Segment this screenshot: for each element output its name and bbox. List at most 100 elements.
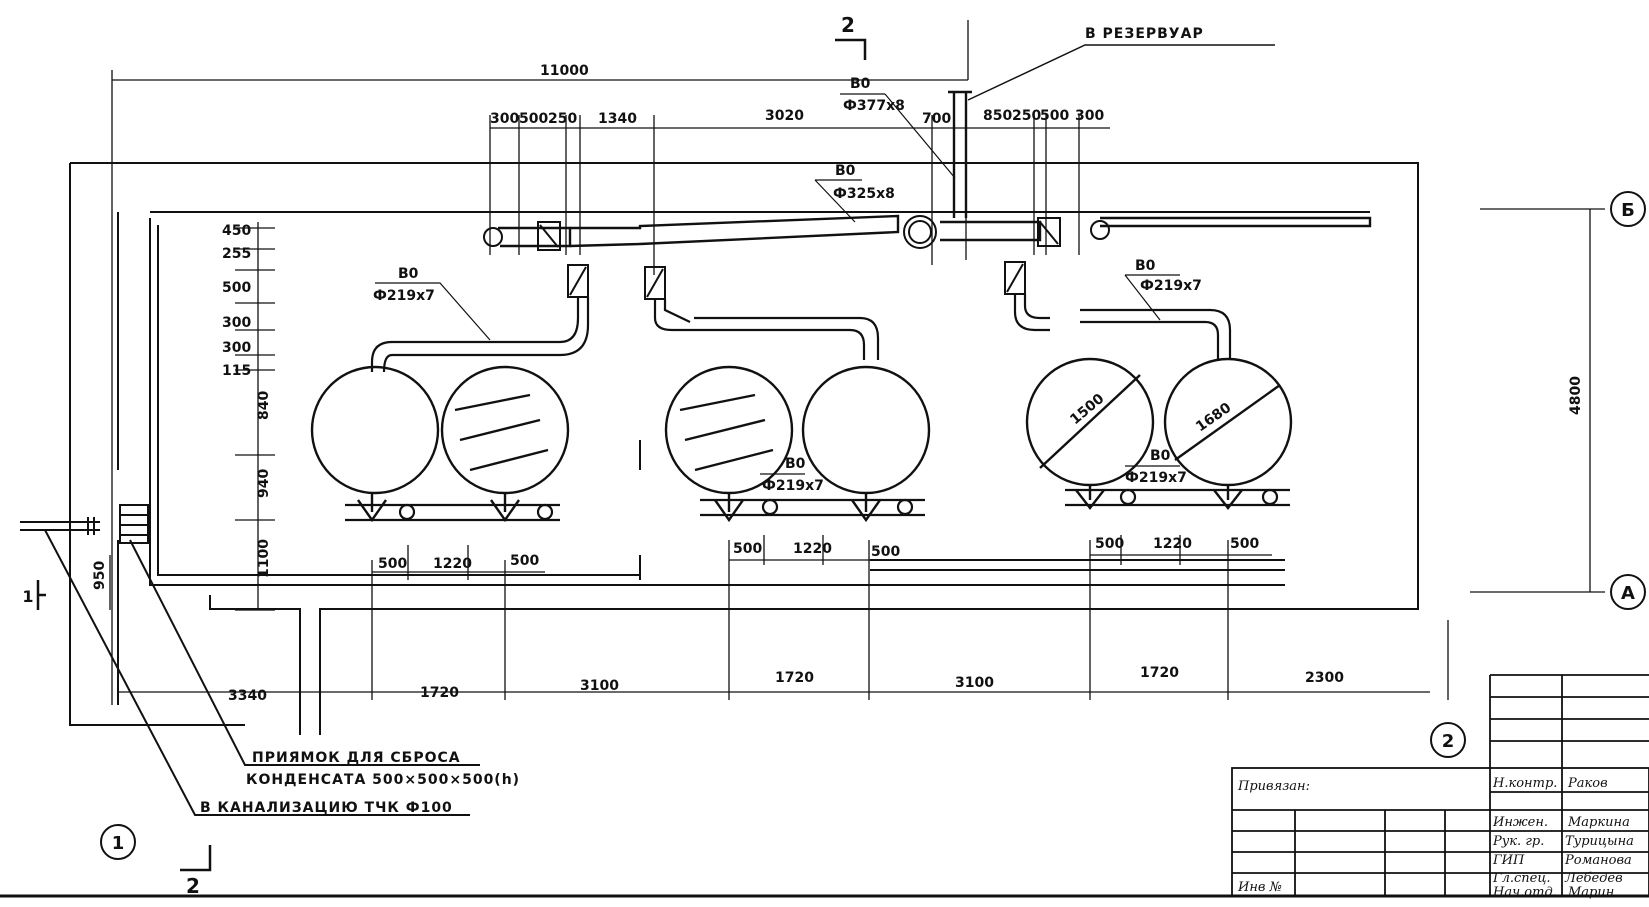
dim-overall: 11000 <box>540 63 589 79</box>
title-role-5: Гл.спец. <box>1492 871 1551 886</box>
pipe-branch-left-size: Ф219х7 <box>373 288 435 304</box>
section-mark-bottom: 2 <box>180 845 212 898</box>
dim-bottom-3100b: 3100 <box>955 675 994 691</box>
title-name-3: Турицына <box>1565 834 1634 849</box>
pipe-main-code: В0 <box>850 76 871 92</box>
dim-bottom-3100a: 3100 <box>580 678 619 694</box>
pipe-branch-left-code: В0 <box>398 266 419 282</box>
callout-sewer: В КАНАЛИЗАЦИЮ ТЧК Ф100 <box>200 800 453 816</box>
dim-left-115: 115 <box>222 363 251 379</box>
tank3-dim-500a: 500 <box>1095 536 1124 552</box>
callout-pit-line1: ПРИЯМОК ДЛЯ СБРОСА <box>252 750 461 766</box>
filter-tank-3 <box>664 365 794 523</box>
filter-tank-1 <box>310 365 440 523</box>
diameter-1680: 1680 <box>1193 400 1234 436</box>
pipe-branch-mid-code: В0 <box>785 456 806 472</box>
axis-label-1: 1 <box>112 833 125 854</box>
pipe-collector-size: Ф325х8 <box>833 186 895 202</box>
tank2-dim-500b: 500 <box>871 544 900 560</box>
title-name-2: Маркина <box>1567 815 1630 830</box>
dim-top-700: 700 <box>922 111 951 127</box>
axis-label-b: Б <box>1621 200 1635 221</box>
title-inv: Инв № <box>1237 880 1282 895</box>
dim-left-300b: 300 <box>222 340 251 356</box>
dim-bottom-1720b: 1720 <box>775 670 814 686</box>
pipe-branch-right-code: В0 <box>1135 258 1156 274</box>
title-name-1: Раков <box>1567 776 1608 791</box>
dim-top-300-right: 300 <box>1075 108 1104 124</box>
dim-top-250-left: 250 <box>548 111 577 127</box>
axis-marker-b: Б <box>1610 191 1646 227</box>
tank3-dim-1220: 1220 <box>1153 536 1192 552</box>
pipe-label-main: В0 Ф377х8 <box>840 76 956 179</box>
pipe-label-branch-right: В0 Ф219х7 <box>1124 258 1202 321</box>
axis-marker-2: 2 <box>1430 722 1466 758</box>
dim-left-300a: 300 <box>222 315 251 331</box>
section-label-top: 2 <box>841 13 855 37</box>
pipe-label-collector: В0 Ф325х8 <box>814 163 895 223</box>
section-label-left: 1 <box>22 587 33 606</box>
axis-marker-1: 1 <box>100 824 136 860</box>
title-block <box>1231 674 1649 897</box>
axis-label-2: 2 <box>1442 731 1455 752</box>
dim-top-300-left: 300 <box>490 111 519 127</box>
dim-left-1100: 1100 <box>256 539 272 578</box>
dim-bottom-3340: 3340 <box>228 688 267 704</box>
dim-left-940: 940 <box>256 469 272 498</box>
dim-left-500: 500 <box>222 280 251 296</box>
collector-pipes <box>498 90 1372 248</box>
filter-tank-5 <box>1025 357 1155 510</box>
section-mark-top: 2 <box>835 13 867 60</box>
pipe-branch-mid-size: Ф219х7 <box>762 478 824 494</box>
reservoir-leader <box>967 44 1275 101</box>
filter-tank-6 <box>1163 357 1293 510</box>
title-role-2: Инжен. <box>1492 815 1548 830</box>
tank1-dim-500b: 500 <box>510 553 539 569</box>
dim-bottom-2300: 2300 <box>1305 670 1344 686</box>
title-name-4: Романова <box>1564 853 1632 868</box>
dim-top-500-right: 500 <box>1040 108 1069 124</box>
callout-pit-line2: КОНДЕНСАТА 500×500×500(h) <box>246 772 520 788</box>
title-role-3: Рук. гр. <box>1492 834 1544 849</box>
title-role-1: Н.контр. <box>1492 776 1557 791</box>
title-linked: Привязан: <box>1237 779 1310 794</box>
dim-bottom-1720c: 1720 <box>1140 665 1179 681</box>
dim-top-250-right: 250 <box>1012 108 1041 124</box>
dim-top-3020: 3020 <box>765 108 804 124</box>
section-label-bottom: 2 <box>186 874 200 898</box>
dim-left-255: 255 <box>222 246 251 262</box>
title-name-5: Лебедев <box>1564 871 1623 886</box>
sewer-pipe <box>20 504 480 816</box>
pipe-main-size: Ф377х8 <box>843 98 905 114</box>
dim-top-850: 850 <box>983 108 1012 124</box>
pipe-collector-code: В0 <box>835 163 856 179</box>
tank3-dim-500b: 500 <box>1230 536 1259 552</box>
axis-marker-a: А <box>1610 574 1646 610</box>
pipe-branch-lower-size: Ф219х7 <box>1125 470 1187 486</box>
dim-left-450: 450 <box>222 223 251 239</box>
tank2-dim-500a: 500 <box>733 541 762 557</box>
branch-pipes <box>370 294 1232 373</box>
tank1-dim-500a: 500 <box>378 556 407 572</box>
dim-top-1340: 1340 <box>598 111 637 127</box>
tank2-dim-1220: 1220 <box>793 541 832 557</box>
dim-bottom-1720a: 1720 <box>420 685 459 701</box>
dim-left-840: 840 <box>256 391 272 420</box>
axis-label-a: А <box>1621 583 1635 604</box>
filter-tank-2 <box>440 365 570 523</box>
pipe-label-branch-lower-right: В0 Ф219х7 <box>1125 448 1187 486</box>
dim-top-500-left: 500 <box>519 111 548 127</box>
pipe-branch-right-size: Ф219х7 <box>1140 278 1202 294</box>
inner-room <box>149 211 1370 586</box>
title-name-6: Марин <box>1567 885 1614 900</box>
dim-aux-950: 950 <box>92 561 108 590</box>
building-outline <box>69 162 1419 735</box>
pipe-label-branch-mid: В0 Ф219х7 <box>760 456 824 494</box>
dim-right-4800: 4800 <box>1568 376 1584 415</box>
section-mark-left: 1 <box>22 580 46 610</box>
pipe-label-branch-left: В0 Ф219х7 <box>373 266 491 341</box>
pipe-branch-lower-code: В0 <box>1150 448 1171 464</box>
title-role-4: ГИП <box>1492 853 1525 868</box>
tank1-dim-1220: 1220 <box>433 556 472 572</box>
